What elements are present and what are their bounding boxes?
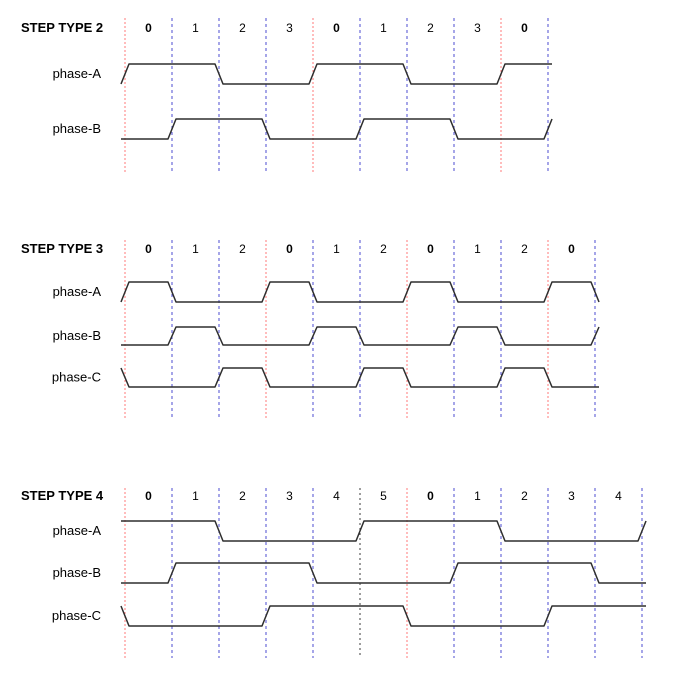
step-number-label: 0	[145, 489, 152, 503]
phase-label: phase-B	[53, 565, 101, 580]
step-number-label: 2	[521, 489, 528, 503]
diagram-title: STEP TYPE 3	[21, 241, 103, 256]
step-number-label: 3	[286, 489, 293, 503]
waveform-phase-B	[121, 118, 553, 140]
step-number-label: 1	[333, 242, 340, 256]
phase-label: phase-C	[52, 370, 101, 385]
step-number-label: 0	[568, 242, 575, 256]
step-number-label: 0	[333, 21, 340, 35]
waveform-phase-B	[121, 562, 646, 584]
step-number-label: 1	[380, 21, 387, 35]
diagram-step-type-3: STEP TYPE 3 0 1 2 0 1 2 0 1 2 0 phase-A phase-B phase…	[21, 240, 600, 420]
step-number-label: 4	[333, 489, 340, 503]
step-number-label: 0	[427, 242, 434, 256]
step-number-label: 1	[192, 489, 199, 503]
step-number-label: 2	[239, 242, 246, 256]
step-number-label: 1	[192, 242, 199, 256]
waveform-phase-A	[120, 63, 552, 85]
phase-label: phase-B	[53, 328, 101, 343]
step-number-label: 2	[380, 242, 387, 256]
phase-label: phase-A	[53, 284, 102, 299]
phase-label: phase-B	[53, 121, 101, 136]
step-number-label: 2	[427, 21, 434, 35]
waveform-phase-C	[120, 605, 646, 627]
step-number-label: 3	[286, 21, 293, 35]
waveform-phase-A	[120, 281, 600, 303]
step-number-label: 1	[474, 242, 481, 256]
diagram-step-type-2: STEP TYPE 2 0 1 2 3 0 1 2 3 0 phase-A phase-B	[21, 18, 553, 173]
step-number-label: 0	[145, 21, 152, 35]
step-number-label: 4	[615, 489, 622, 503]
diagram-step-type-4: STEP TYPE 4 0 1 2 3 4 5 0 1 2 3 4 phase-A phase-B phas…	[21, 488, 647, 658]
step-number-label: 1	[474, 489, 481, 503]
step-number-label: 3	[474, 21, 481, 35]
step-number-label: 2	[521, 242, 528, 256]
step-number-label: 1	[192, 21, 199, 35]
step-number-label: 2	[239, 21, 246, 35]
step-number-label: 3	[568, 489, 575, 503]
phase-label: phase-A	[53, 523, 102, 538]
diagram-title: STEP TYPE 4	[21, 488, 104, 503]
diagram-title: STEP TYPE 2	[21, 20, 103, 35]
step-number-label: 5	[380, 489, 387, 503]
step-number-label: 0	[286, 242, 293, 256]
waveform-phase-A	[121, 520, 647, 542]
step-number-label: 2	[239, 489, 246, 503]
waveform-phase-B	[121, 326, 600, 346]
step-number-label: 0	[145, 242, 152, 256]
phase-label: phase-A	[53, 66, 102, 81]
phase-label: phase-C	[52, 608, 101, 623]
waveform-phase-C	[120, 367, 599, 388]
step-number-label: 0	[427, 489, 434, 503]
step-number-label: 0	[521, 21, 528, 35]
